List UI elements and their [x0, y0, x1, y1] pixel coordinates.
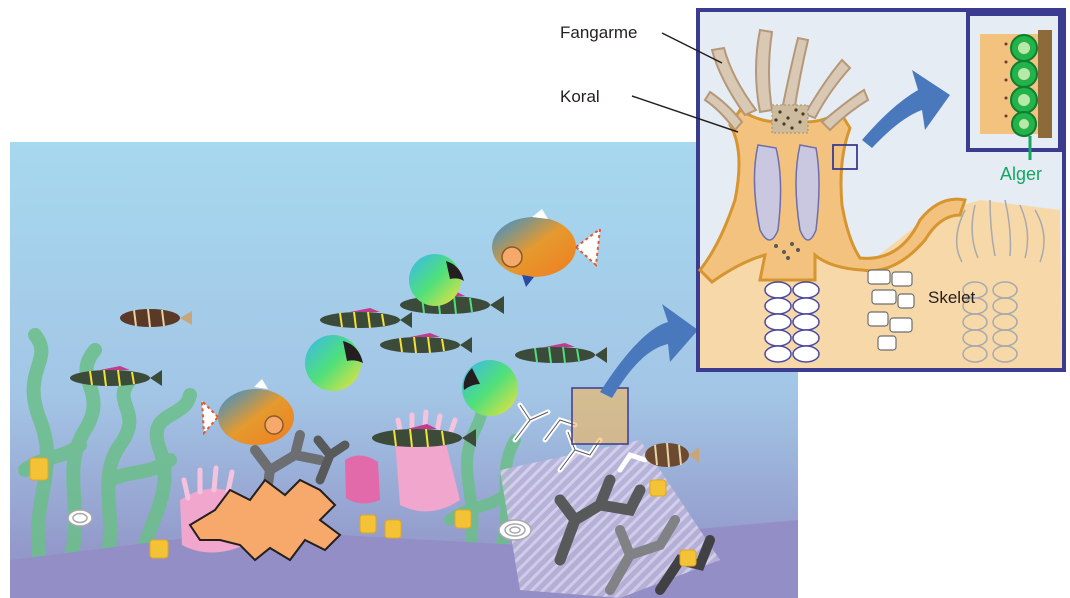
skeleton-label: Skelet [928, 288, 976, 307]
algae-label: Alger [1000, 164, 1042, 184]
tentacles-label: Fangarme [560, 23, 637, 42]
algae-detail [968, 14, 1060, 160]
zoom-source-box [572, 388, 628, 444]
reef-scene [10, 142, 798, 598]
polyp-mouth [772, 105, 808, 133]
polyp-inset [698, 10, 1064, 370]
coral-label: Koral [560, 87, 600, 106]
